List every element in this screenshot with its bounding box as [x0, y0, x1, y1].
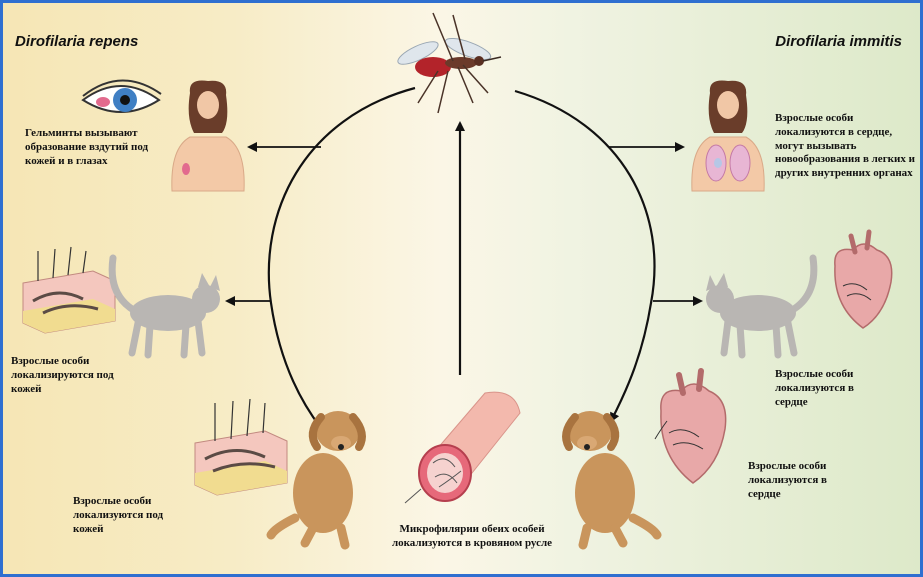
- label-immitis-cat: Взрослые особи локализуются в сердце: [775, 368, 854, 408]
- lifecycle-diagram: [22, 12, 893, 550]
- blood-vessel-icon: [404, 391, 521, 504]
- label-immitis-dog: Взрослые особи локализуются в сердце: [748, 460, 827, 500]
- cycle-arc-left: [267, 86, 416, 430]
- label-repens-dog: Взрослые особи локализуются под кожей: [73, 495, 164, 535]
- eye-icon: [81, 79, 162, 113]
- skin-section-repens-cat: [22, 246, 116, 334]
- title-dirofilaria-repens: Dirofilaria repens: [15, 33, 139, 50]
- cat-repens-icon: [108, 254, 220, 359]
- cat-immitis-icon: [706, 254, 818, 359]
- woman-repens-icon: [171, 80, 245, 192]
- dog-repens-icon: [266, 411, 366, 550]
- heart-immitis-dog-icon: [654, 368, 727, 484]
- heart-immitis-cat-icon: [834, 229, 893, 329]
- cycle-arc-right: [514, 89, 656, 423]
- woman-immitis-icon: [691, 80, 765, 192]
- title-dirofilaria-immitis: Dirofilaria immitis: [775, 33, 902, 50]
- skin-section-repens-dog: [194, 398, 288, 496]
- label-center-vessel: Микрофилярии обеих особей локализуются в…: [391, 523, 553, 549]
- label-repens-human: Гельминты вызывают образование вздутий п…: [25, 127, 149, 167]
- mosquito-icon: [397, 12, 502, 114]
- label-repens-cat: Взрослые особи локализируются под кожей: [11, 355, 114, 395]
- dog-immitis-icon: [562, 411, 662, 550]
- label-immitis-human: Взрослые особи локализуются в сердце, мо…: [775, 112, 915, 179]
